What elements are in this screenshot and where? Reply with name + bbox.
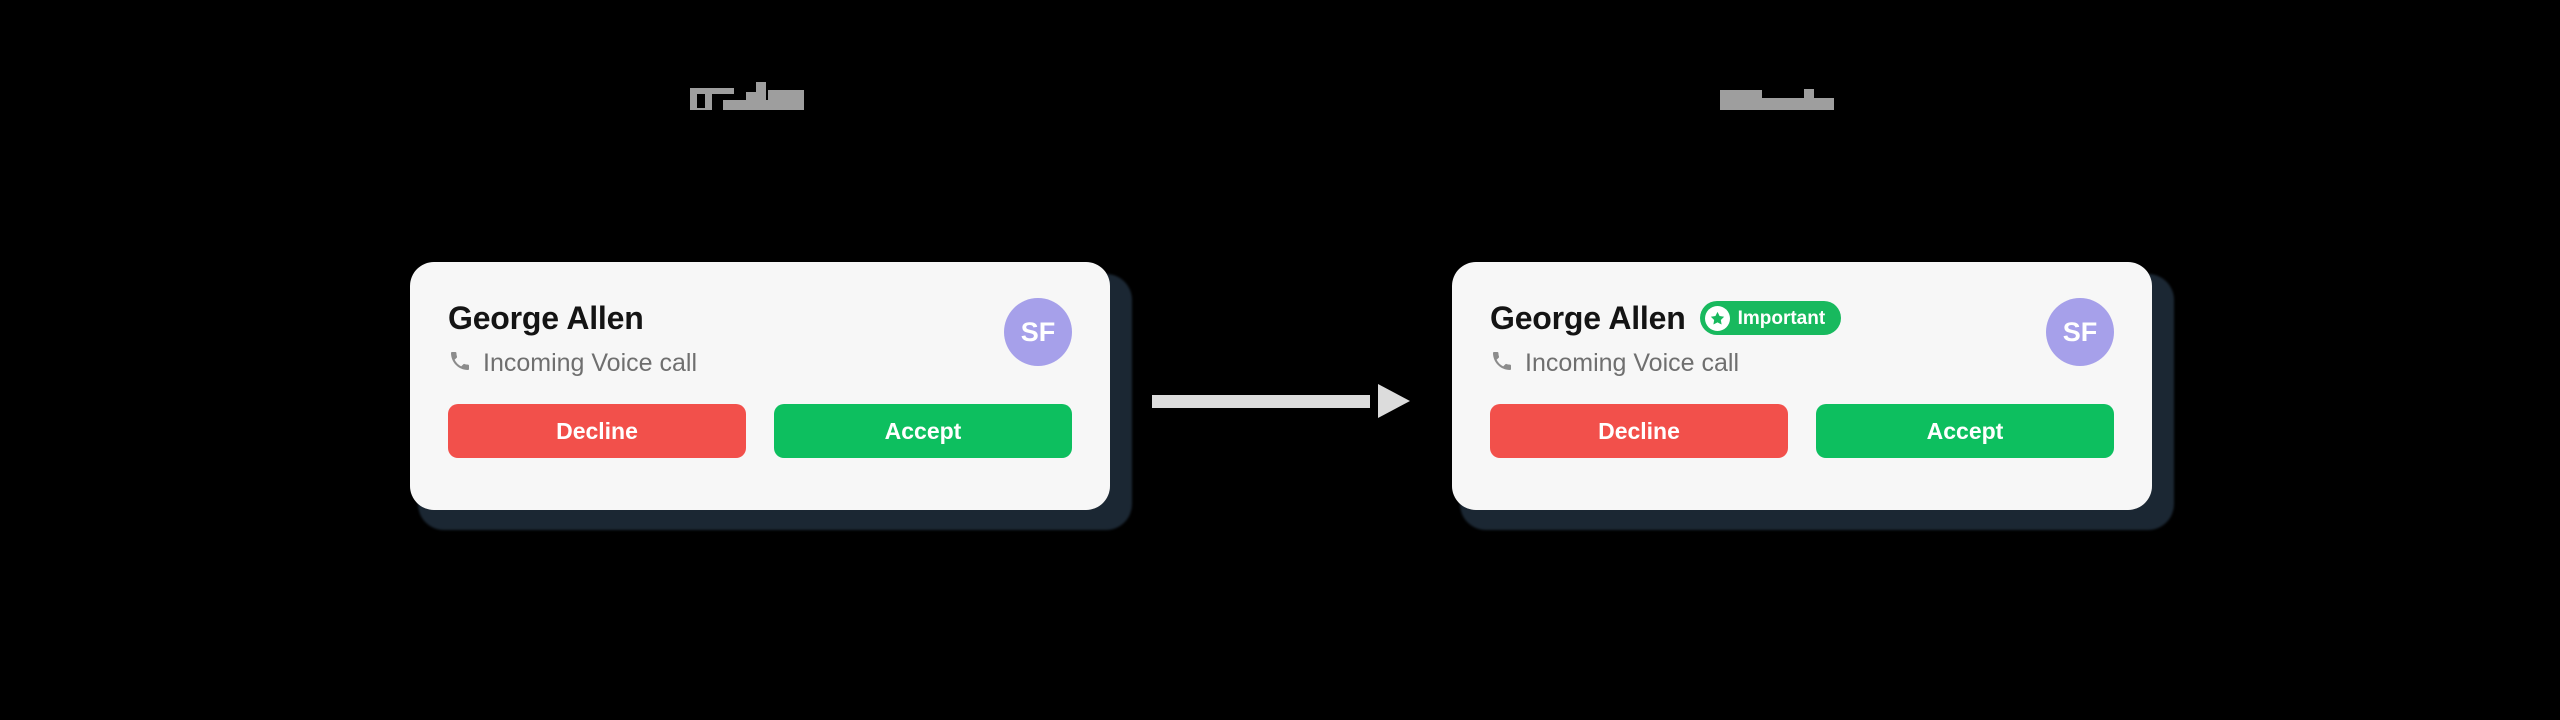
card-header: George Allen Incoming Voice call SF	[448, 296, 1072, 378]
phone-handset-icon	[448, 349, 472, 378]
arrow-shaft	[1152, 395, 1370, 408]
redaction-block	[690, 88, 734, 94]
title-row: George Allen	[448, 298, 697, 338]
redaction-block	[1804, 89, 1814, 110]
decline-button[interactable]: Decline	[448, 404, 746, 458]
subtitle-row: Incoming Voice call	[448, 348, 697, 378]
call-notification: George Allen Incoming Voice call SF Decl…	[410, 262, 1110, 510]
redaction-block	[1720, 90, 1762, 110]
accept-button[interactable]: Accept	[774, 404, 1072, 458]
call-status-text: Incoming Voice call	[1525, 349, 1740, 377]
redaction-block	[756, 82, 766, 110]
redaction-block	[768, 90, 804, 110]
phone-handset-icon	[1490, 349, 1514, 378]
flow-arrow	[1152, 384, 1410, 418]
arrow-head	[1378, 384, 1410, 418]
subtitle-row: Incoming Voice call	[1490, 348, 1841, 378]
redaction-gap	[697, 94, 705, 108]
notification-card-left: George Allen Incoming Voice call SF Decl…	[410, 262, 1132, 530]
call-notification: George Allen Important	[1452, 262, 2152, 510]
card-text-column: George Allen Incoming Voice call	[448, 296, 697, 378]
star-badge-icon	[1704, 305, 1730, 331]
avatar: SF	[1004, 298, 1072, 366]
right-variant-label	[1720, 76, 1834, 110]
card-actions: Decline Accept	[448, 404, 1072, 458]
caller-name: George Allen	[448, 300, 644, 336]
caller-name: George Allen	[1490, 300, 1686, 336]
card-actions: Decline Accept	[1490, 404, 2114, 458]
status-badge-label: Important	[1737, 307, 1826, 329]
call-status-text: Incoming Voice call	[483, 349, 698, 377]
redaction-block	[1760, 98, 1834, 110]
decline-button[interactable]: Decline	[1490, 404, 1788, 458]
accept-button[interactable]: Accept	[1816, 404, 2114, 458]
status-badge: Important	[1699, 301, 1842, 335]
card-header: George Allen Important	[1490, 296, 2114, 378]
left-variant-label	[690, 76, 804, 110]
notification-card-right: George Allen Important	[1452, 262, 2174, 530]
avatar: SF	[2046, 298, 2114, 366]
card-text-column: George Allen Important	[1490, 296, 1842, 378]
title-row: George Allen Important	[1490, 298, 1842, 338]
